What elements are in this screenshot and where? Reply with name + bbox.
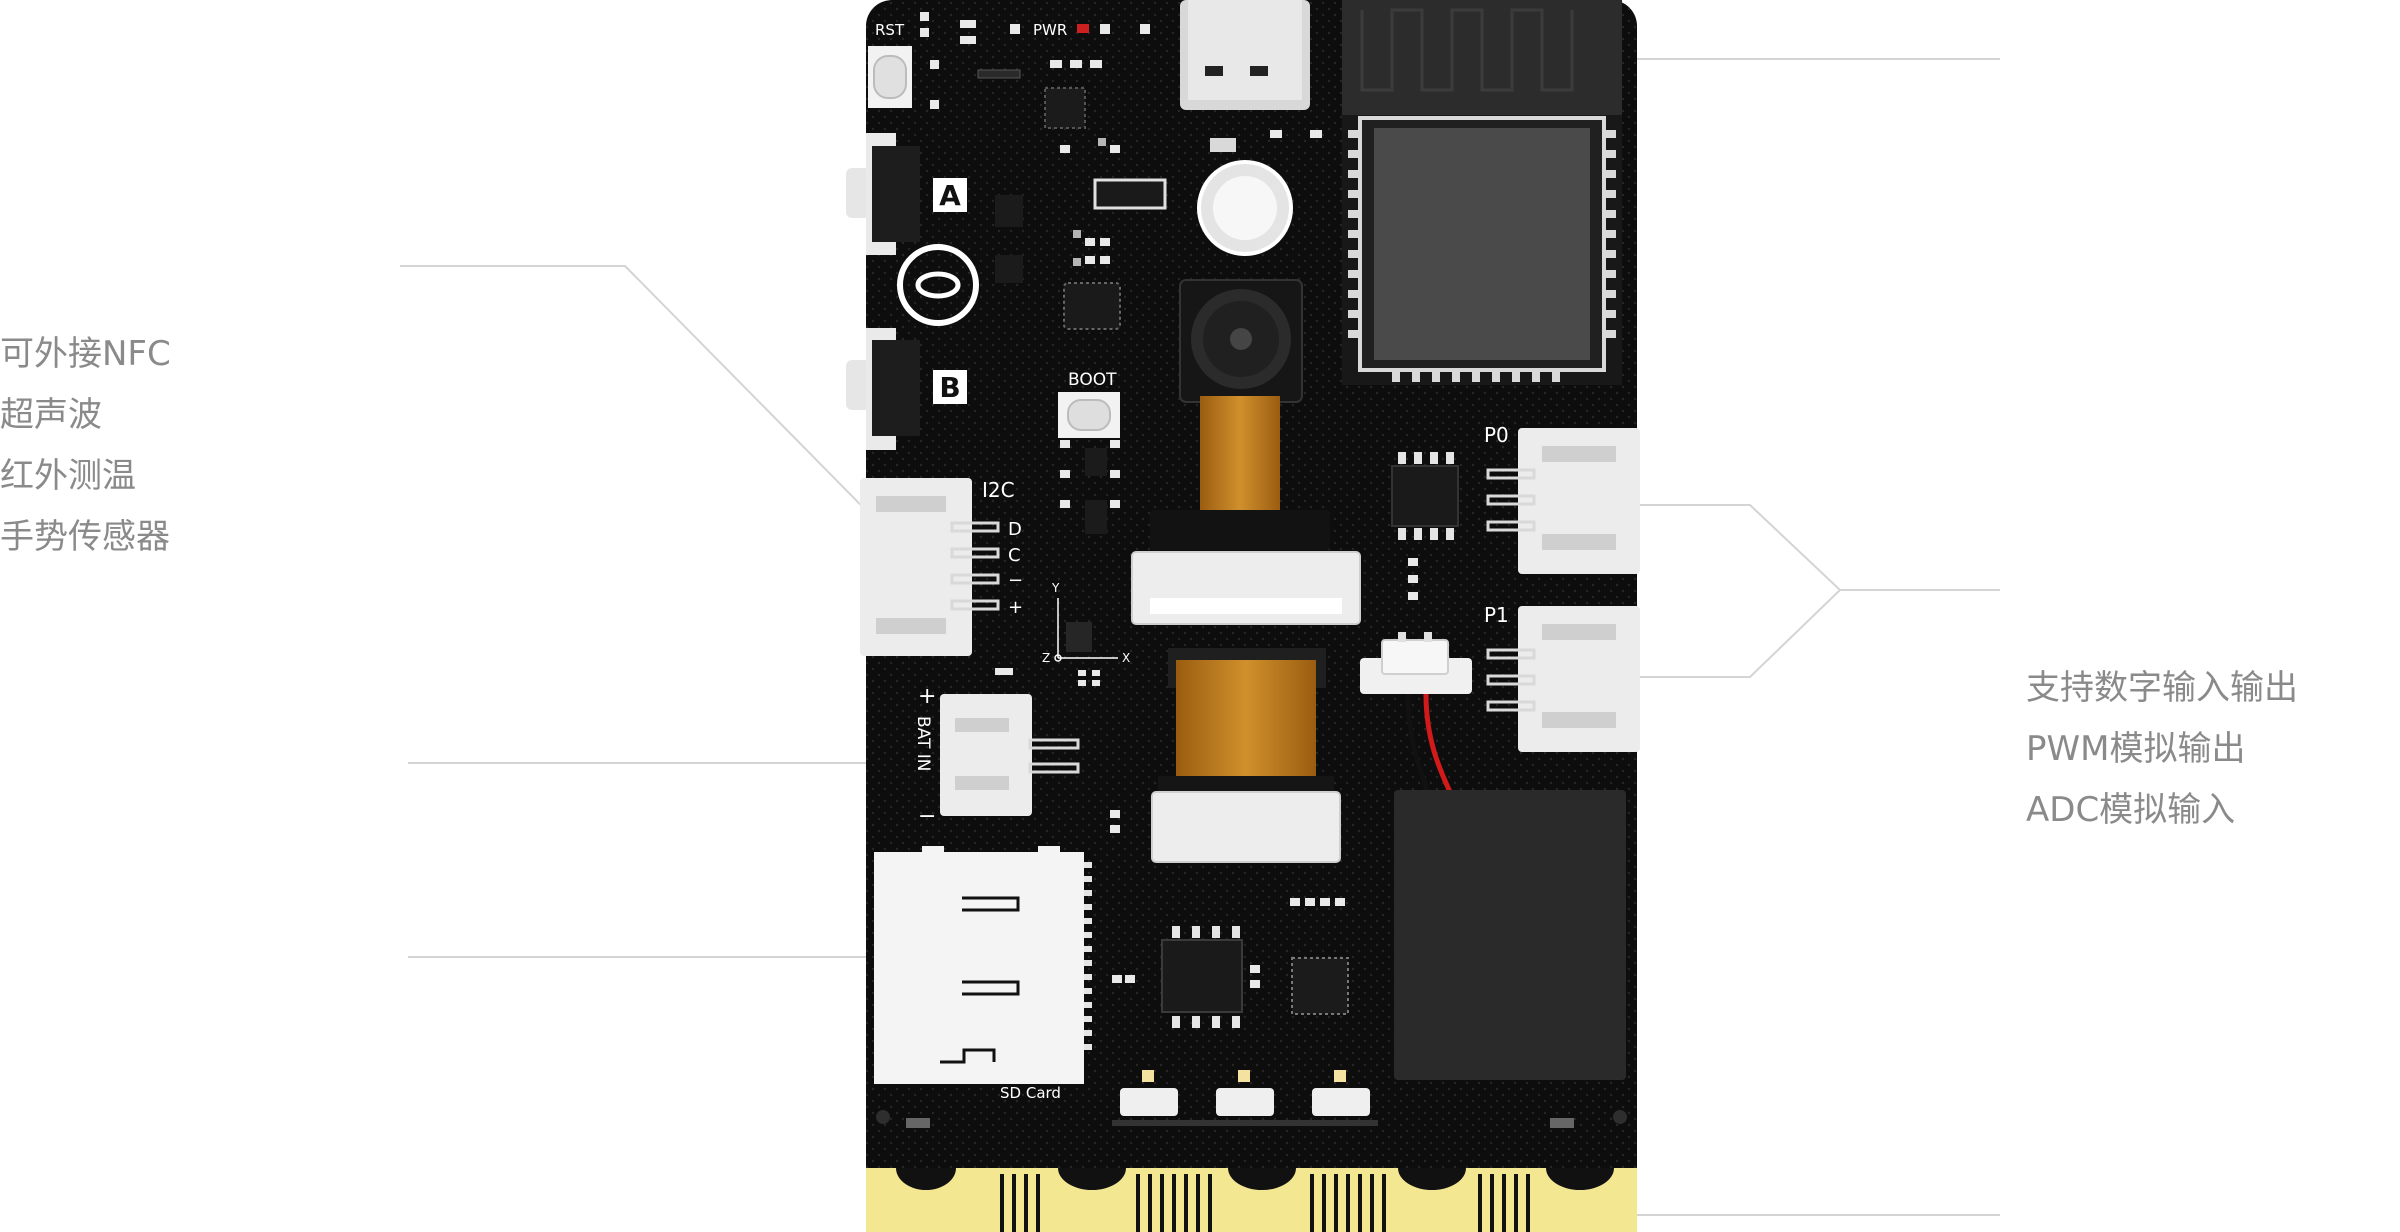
callout-io-support: 支持数字输入输出 PWM模拟输出 ADC模拟输入 bbox=[2026, 658, 2298, 841]
p1-label: P1 bbox=[1484, 603, 1509, 627]
callout-line: 超声波 bbox=[0, 395, 102, 435]
pcb-board: RST PWR bbox=[846, 0, 1640, 1232]
top-ics bbox=[977, 69, 1167, 534]
microphone-icon bbox=[1197, 138, 1293, 256]
bat-plus-label: + bbox=[918, 684, 936, 709]
callout-line: PWM模拟输出 bbox=[2026, 729, 2246, 769]
eeprom-ic bbox=[1391, 452, 1459, 540]
leader-p1 bbox=[1595, 589, 1841, 678]
i2c-pin-c: C bbox=[1008, 545, 1021, 566]
sd-card-label: SD Card bbox=[1000, 1084, 1061, 1102]
pwr-led bbox=[1077, 24, 1089, 33]
bottom-leds bbox=[1112, 1070, 1378, 1126]
axis-y-label: Y bbox=[1051, 581, 1060, 595]
button-b-label: B bbox=[939, 371, 960, 404]
button-a-label: A bbox=[939, 179, 961, 212]
mount-hole-left bbox=[876, 1110, 890, 1124]
button-a-box bbox=[933, 178, 967, 212]
wifi-module bbox=[1342, 0, 1622, 385]
boot-label: BOOT bbox=[1068, 370, 1117, 390]
axis-x-label: X bbox=[1122, 651, 1130, 665]
button-b-switch bbox=[846, 328, 920, 450]
battery-connector bbox=[1360, 632, 1472, 694]
i2c-label: I2C bbox=[982, 478, 1015, 502]
camera-module bbox=[1131, 279, 1361, 625]
callout-line: 手势传感器 bbox=[0, 517, 170, 557]
i2c-pin-minus: − bbox=[1008, 570, 1023, 591]
battery-wires bbox=[1405, 693, 1453, 794]
axis-z-label: Z bbox=[1042, 651, 1050, 665]
leader-p0 bbox=[1595, 504, 2000, 591]
logo-icon bbox=[897, 244, 979, 326]
leader-i2c bbox=[400, 265, 921, 566]
bottom-ics bbox=[1161, 926, 1349, 1028]
bat-minus-label: − bbox=[918, 804, 936, 829]
rst-button bbox=[873, 55, 907, 99]
rst-label: RST bbox=[875, 21, 905, 39]
bottom-pads bbox=[906, 1118, 1574, 1128]
callout-sensor-support: 可外接NFC 超声波 红外测温 手势传感器 bbox=[0, 324, 171, 568]
pwr-label: PWR bbox=[1033, 21, 1067, 39]
p0-connector bbox=[1486, 428, 1640, 574]
i2c-pin-d: D bbox=[1008, 519, 1022, 540]
callout-line: 红外测温 bbox=[0, 456, 136, 496]
smd-components bbox=[920, 12, 1418, 988]
bat-in-connector bbox=[940, 694, 1080, 816]
button-b-box bbox=[933, 370, 967, 404]
small-parts-mid bbox=[995, 668, 1100, 686]
i2c-connector bbox=[860, 478, 1000, 656]
p0-label: P0 bbox=[1484, 423, 1509, 447]
p1-connector bbox=[1486, 606, 1640, 752]
mount-hole-right bbox=[1613, 1110, 1627, 1124]
bat-in-label: BAT IN bbox=[913, 716, 933, 772]
battery-pack bbox=[1394, 790, 1626, 1080]
button-a-switch bbox=[846, 133, 920, 255]
flex-cable bbox=[1151, 648, 1341, 863]
edge-connector bbox=[866, 1168, 1637, 1232]
callout-line: ADC模拟输入 bbox=[2026, 790, 2236, 830]
sd-card-slot bbox=[874, 846, 1092, 1084]
callout-line: 支持数字输入输出 bbox=[2026, 668, 2298, 708]
i2c-pin-plus: + bbox=[1008, 597, 1023, 618]
boot-button bbox=[1067, 399, 1111, 431]
usb-c-connector bbox=[1180, 0, 1310, 110]
callout-line: 可外接NFC bbox=[0, 334, 171, 374]
axis-marker-icon bbox=[1054, 598, 1118, 662]
